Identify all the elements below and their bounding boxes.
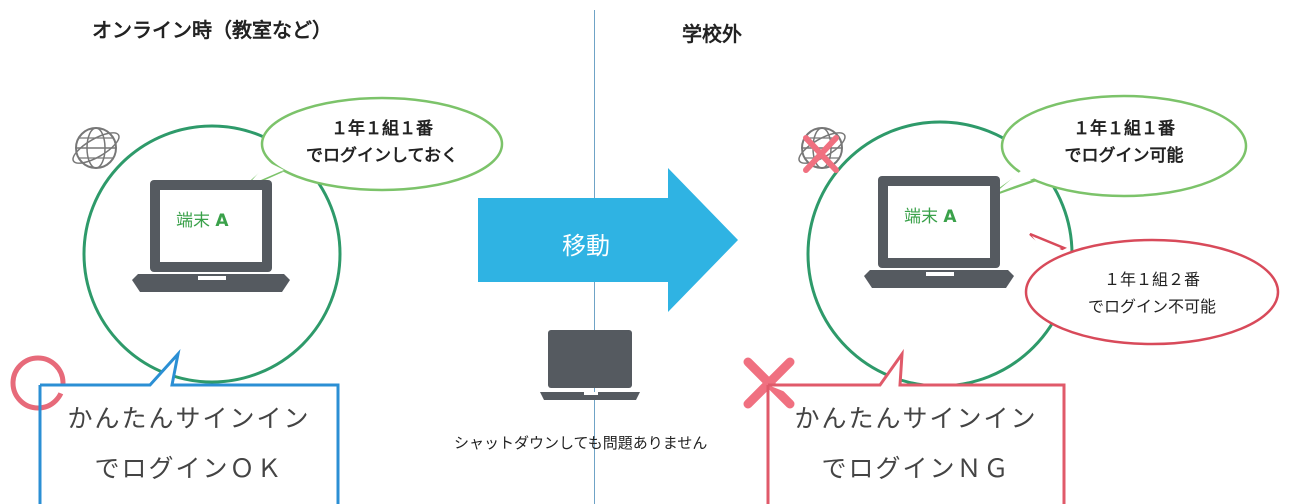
right-ok-bubble-text: １年１組１番 でログイン可能 xyxy=(1024,116,1224,170)
left-bubble-line2: でログインしておく xyxy=(306,146,458,166)
right-ng-bubble-text: １年１組２番 でログイン不可能 xyxy=(1052,266,1252,320)
right-callout-line2: でログインＮＧ xyxy=(821,454,1011,483)
right-ok-bubble-line2: でログイン可能 xyxy=(1064,146,1184,166)
right-heading: 学校外 xyxy=(682,22,742,46)
right-callout-line1: かんたんサインイン xyxy=(794,404,1038,433)
move-arrow xyxy=(478,168,738,312)
right-ok-bubble xyxy=(989,94,1248,198)
left-bubble-text: １年１組１番 でログインしておく xyxy=(282,116,482,170)
left-callout-text: かんたんサインイン でログインＯＫ xyxy=(44,394,334,494)
globe-x-mark xyxy=(803,135,839,173)
left-network-circle xyxy=(82,124,342,384)
right-callout-box xyxy=(766,348,1066,504)
left-heading: オンライン時（教室など） xyxy=(92,18,332,42)
right-ng-bubble xyxy=(1024,232,1280,346)
right-device-label-text: 端末 xyxy=(904,207,938,227)
right-globe-icon xyxy=(798,127,846,169)
left-device-letter: A xyxy=(215,211,229,231)
ng-x-mark xyxy=(743,357,795,409)
right-device-letter: A xyxy=(943,207,957,227)
left-device-label-text: 端末 xyxy=(176,211,210,231)
right-ok-bubble-line1: １年１組１番 xyxy=(1073,119,1175,139)
left-callout-line2: でログインＯＫ xyxy=(94,454,284,483)
left-laptop-icon xyxy=(132,180,290,292)
left-callout-line1: かんたんサインイン xyxy=(67,404,311,433)
left-bubble-line1: １年１組１番 xyxy=(331,119,433,139)
left-callout-box xyxy=(38,348,340,504)
move-arrow-label: 移動 xyxy=(562,232,610,260)
right-ng-bubble-line2: でログイン不可能 xyxy=(1087,297,1216,316)
left-speech-bubble xyxy=(243,96,504,192)
left-globe-icon xyxy=(72,127,120,169)
right-callout-text: かんたんサインイン でログインＮＧ xyxy=(772,394,1060,494)
right-laptop-icon xyxy=(864,176,1014,288)
shutdown-caption: シャットダウンしても問題ありません xyxy=(454,434,708,452)
right-ng-bubble-line1: １年１組２番 xyxy=(1103,270,1200,289)
ok-circle-mark xyxy=(10,355,66,411)
left-device-label: 端末 A xyxy=(176,206,229,231)
small-laptop-icon xyxy=(540,330,640,400)
right-device-label: 端末 A xyxy=(904,202,957,227)
